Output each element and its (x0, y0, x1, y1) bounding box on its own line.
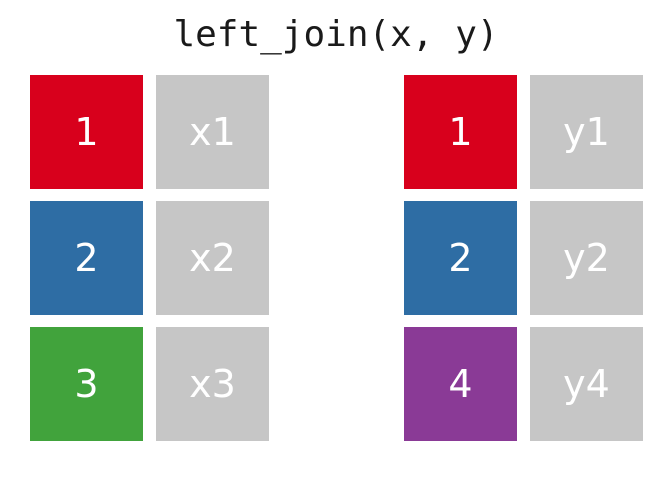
key-cell: 4 (404, 327, 517, 441)
value-cell: y1 (530, 75, 643, 189)
value-cell: y4 (530, 327, 643, 441)
key-cell: 1 (404, 75, 517, 189)
table-x: 1 x1 2 x2 3 x3 (30, 75, 269, 441)
value-cell: x2 (156, 201, 269, 315)
table-y: 1 y1 2 y2 4 y4 (404, 75, 643, 441)
key-cell: 3 (30, 327, 143, 441)
key-cell: 2 (30, 201, 143, 315)
key-cell: 1 (30, 75, 143, 189)
value-cell: x1 (156, 75, 269, 189)
diagram-title: left_join(x, y) (173, 14, 499, 55)
key-cell: 2 (404, 201, 517, 315)
value-cell: y2 (530, 201, 643, 315)
value-cell: x3 (156, 327, 269, 441)
